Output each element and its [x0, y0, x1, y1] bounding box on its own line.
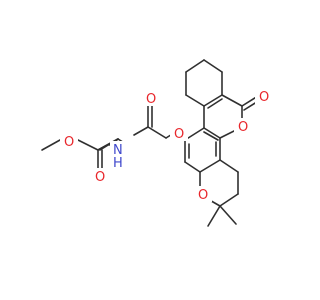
atom-n-amide: N: [113, 143, 123, 158]
atom-o-ester-methoxy: O: [64, 135, 74, 150]
atom-h-amide: H: [113, 156, 123, 171]
atom-labels: O O N H O O O O O: [60, 88, 273, 203]
atom-o-amide-carbonyl: O: [146, 92, 156, 107]
atom-o-lactone-carbonyl: O: [259, 90, 269, 105]
atom-o-pyran-ring: O: [198, 188, 208, 203]
atom-o-lactone-ring: O: [238, 120, 248, 135]
atom-o-ester-carbonyl: O: [95, 170, 105, 185]
molecule-structure: O O N H O O O O O: [41, 59, 273, 227]
methyl-ester-bonds: [41, 138, 119, 171]
atom-o-ether: O: [174, 127, 184, 142]
structure-diagram: O O N H O O O O O: [41, 59, 273, 227]
aromatic-core-bonds: [175, 59, 261, 227]
